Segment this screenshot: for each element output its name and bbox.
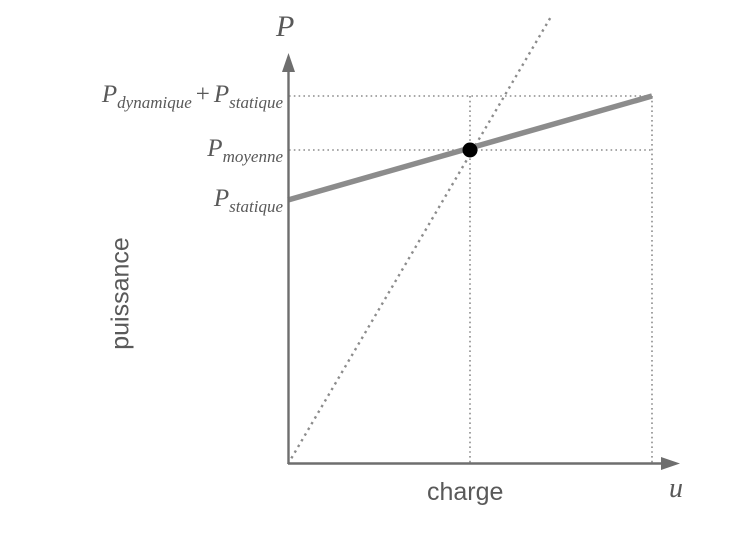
operating-point-marker <box>462 142 478 158</box>
y-axis-symbol-label: P <box>276 10 295 43</box>
load-line-dotted <box>286 14 554 465</box>
label-p-moyenne: Pmoyenne <box>207 135 283 165</box>
label-dynamique-plus-statique: Pdynamique+Pstatique <box>101 81 283 111</box>
label-dyn-base: P <box>101 81 118 108</box>
label-moyenne-subscript: moyenne <box>222 147 283 166</box>
label-moyenne-base: P <box>207 135 223 162</box>
x-axis-symbol-label: u <box>669 473 683 504</box>
label-statique-subscript: statique <box>229 197 283 216</box>
label-statique-base: P <box>213 185 230 212</box>
label-stat-base: P <box>213 81 230 108</box>
label-stat-subscript: statique <box>229 93 283 112</box>
x-axis-name-label: charge <box>427 478 504 506</box>
y-axis-name-label: puissance <box>106 237 135 350</box>
y-axis-arrow-icon <box>282 53 295 72</box>
label-dyn-subscript: dynamique <box>117 93 192 112</box>
label-p-statique: Pstatique <box>213 185 283 215</box>
label-plus-operator: + <box>195 81 210 108</box>
x-axis-arrow-icon <box>661 457 680 470</box>
